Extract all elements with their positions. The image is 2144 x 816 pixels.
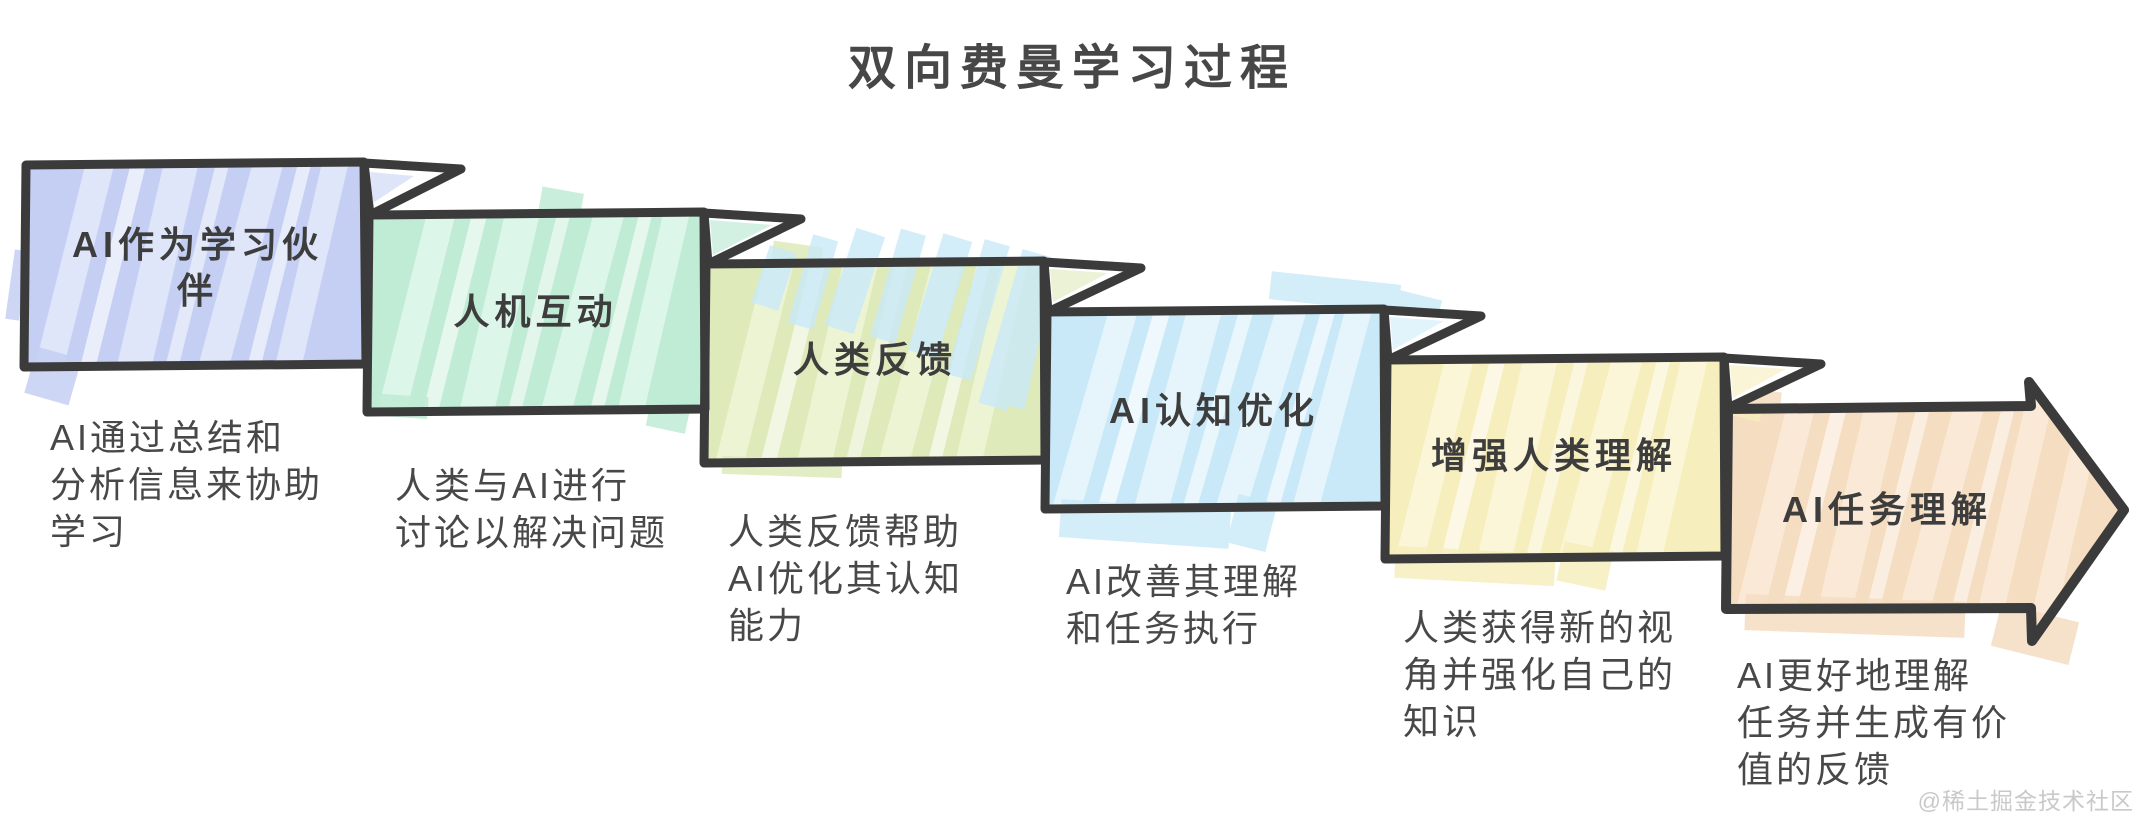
step-desc-2-line-1: 人类与AI进行 xyxy=(395,465,631,506)
step-desc-2: 人类与AI进行 讨论以解决问题 xyxy=(395,462,755,556)
fold-3 xyxy=(1039,257,1146,317)
step-label-1-line-1: AI作为学习伙 xyxy=(71,224,323,265)
step-desc-5: 人类获得新的视 角并强化自己的 知识 xyxy=(1403,604,1763,745)
step-desc-3-line-1: 人类反馈帮助 xyxy=(728,511,963,552)
step-label-2-line-1: 人机互动 xyxy=(453,291,618,332)
step-label-5: 增强人类理解 xyxy=(1394,433,1714,479)
fold-4 xyxy=(1379,305,1486,365)
fold-5 xyxy=(1719,353,1826,413)
step-desc-1-line-1: AI通过总结和 xyxy=(50,417,286,458)
step-box-4-streaks xyxy=(1047,309,1375,509)
step-label-6-line-1: AI任务理解 xyxy=(1781,489,1992,530)
step-desc-5-line-1: 人类获得新的视 xyxy=(1403,607,1677,648)
step-desc-6-line-2: 任务并生成有价 xyxy=(1737,702,2011,743)
step-desc-3-line-2: AI优化其认知 xyxy=(728,558,964,599)
step-desc-6-line-1: AI更好地理解 xyxy=(1737,655,1973,696)
step-label-4: AI认知优化 xyxy=(1054,388,1374,434)
step-label-1: AI作为学习伙 伴 xyxy=(40,222,355,314)
step-desc-3-line-3: 能力 xyxy=(728,605,807,646)
step-label-6: AI任务理解 xyxy=(1737,487,2037,533)
step-box-2-streaks xyxy=(373,212,693,412)
step-desc-6: AI更好地理解 任务并生成有价 值的反馈 xyxy=(1737,652,2097,793)
step-label-5-line-1: 增强人类理解 xyxy=(1430,435,1677,476)
watermark: @稀土掘金技术社区 xyxy=(1917,788,2134,814)
fold-1 xyxy=(359,158,466,220)
step-desc-4: AI改善其理解 和任务执行 xyxy=(1066,558,1426,652)
step-label-3-line-1: 人类反馈 xyxy=(792,339,957,380)
step-box-5-streaks xyxy=(1391,357,1711,559)
diagram-title: 双向费曼学习过程 xyxy=(847,42,1296,95)
step-label-2: 人机互动 xyxy=(378,289,693,335)
arrow-border xyxy=(1721,377,2129,646)
step-desc-1: AI通过总结和 分析信息来协助 学习 xyxy=(50,414,410,555)
step-desc-4-line-1: AI改善其理解 xyxy=(1066,561,1302,602)
step-desc-3: 人类反馈帮助 AI优化其认知 能力 xyxy=(728,508,1088,649)
step-label-3: 人类反馈 xyxy=(710,337,1040,383)
step-desc-1-line-3: 学习 xyxy=(50,511,129,552)
step-desc-4-line-2: 和任务执行 xyxy=(1066,608,1262,649)
step-desc-5-line-3: 知识 xyxy=(1403,701,1482,742)
fold-2 xyxy=(699,208,806,269)
step-desc-6-line-3: 值的反馈 xyxy=(1737,749,1894,790)
step-desc-5-line-2: 角并强化自己的 xyxy=(1403,654,1677,695)
step-desc-1-line-2: 分析信息来协助 xyxy=(50,464,324,505)
step-label-4-line-1: AI认知优化 xyxy=(1108,390,1319,431)
step-label-1-line-2: 伴 xyxy=(176,270,218,311)
step-box-1-streaks xyxy=(30,162,351,367)
step-desc-2-line-2: 讨论以解决问题 xyxy=(395,512,669,553)
